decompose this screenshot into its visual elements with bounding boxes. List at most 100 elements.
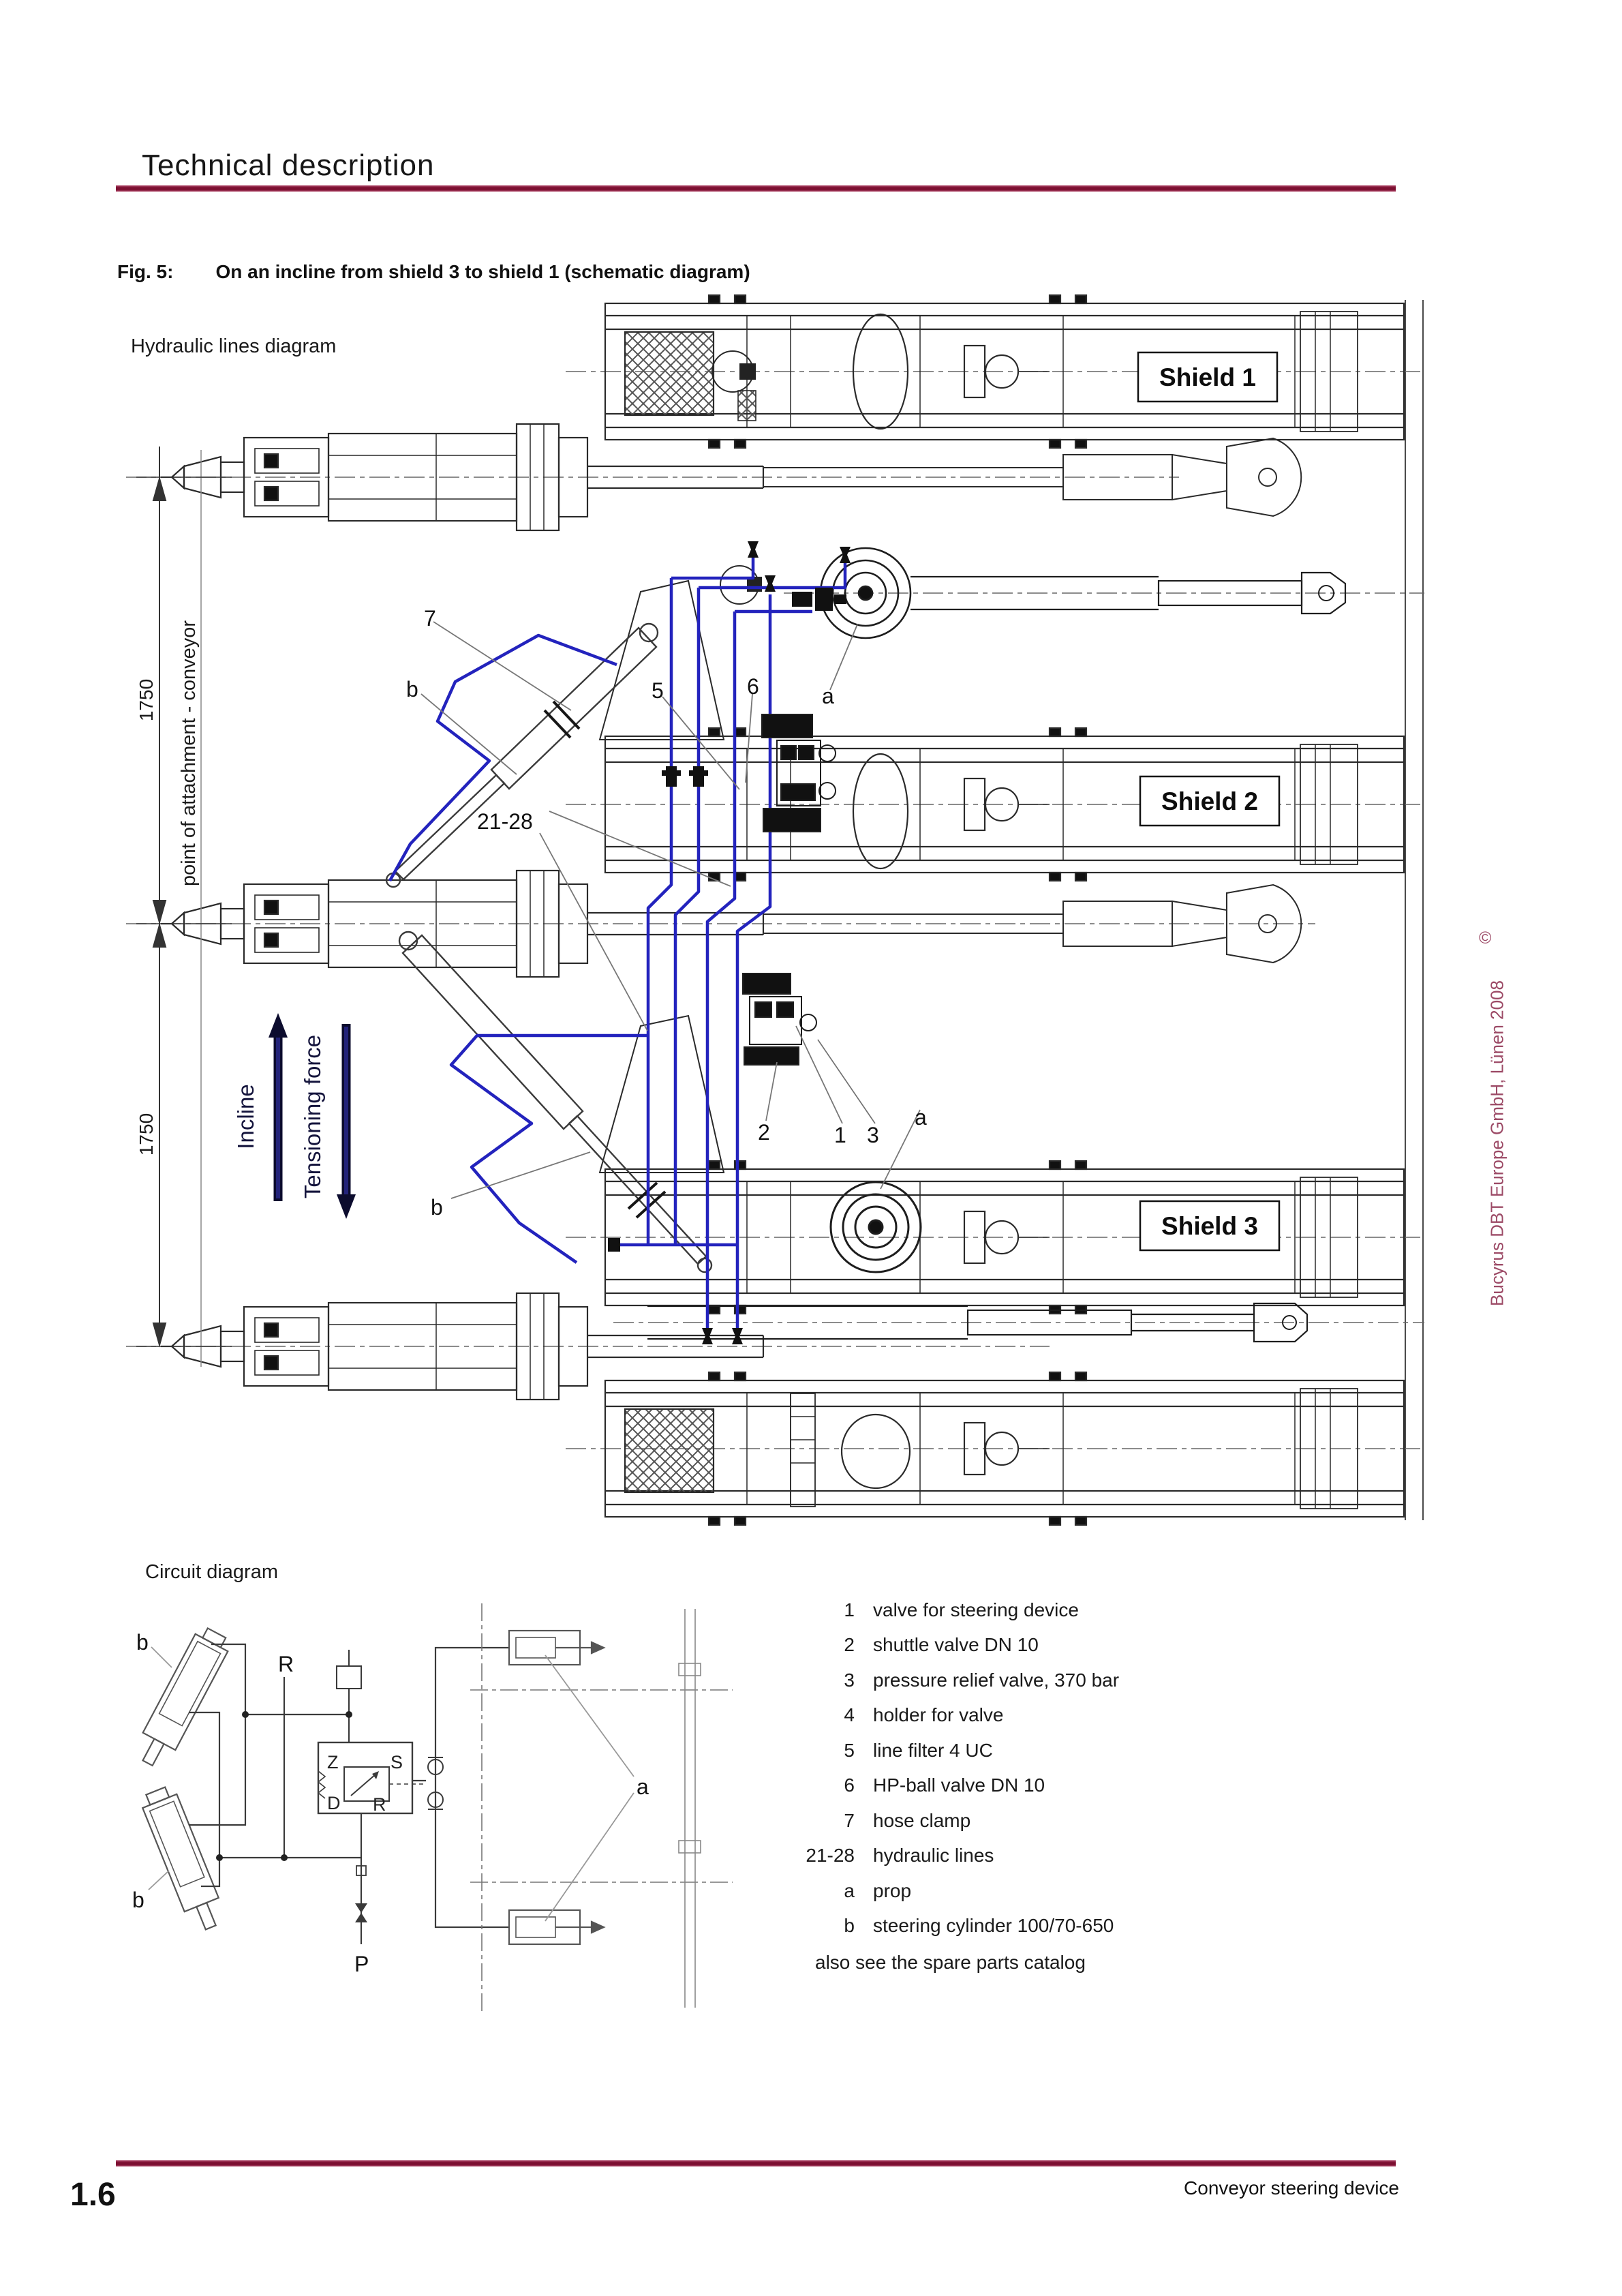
legend-item-1: 1 valve for steering device [777,1592,1119,1628]
centerlines [126,371,1424,1449]
p-line-coupling [355,1903,367,1922]
legend-item-6: 6 HP-ball valve DN 10 [777,1768,1119,1804]
circuit-prop-bottom [508,1909,606,1946]
callout-a-top: a [822,684,834,708]
callout-1: 1 [834,1123,846,1147]
shield-row-1 [604,294,1405,449]
valve-cluster-upper [792,588,846,611]
callout-3: 3 [867,1123,879,1147]
legend-text: hydraulic lines [873,1845,994,1867]
legend-num: a [844,1879,855,1901]
circuit-pan-rack [678,1609,701,2008]
dim-1750-lower: 1750 [136,1113,157,1155]
circuit-b-top: b [136,1630,149,1655]
circuit-leaders [148,1646,634,1922]
port-z: Z [327,1752,339,1772]
legend-note: also see the spare parts catalog [815,1952,1086,1973]
shield-row-4 [604,1371,1405,1526]
circuit-cylinder-bottom [141,1786,220,1931]
shield2-label: Shield 2 [1161,787,1258,815]
callout-21-28: 21-28 [477,809,533,834]
legend-num: 3 [844,1669,855,1691]
callout-5: 5 [652,678,664,703]
legend-item-3: 3 pressure relief valve, 370 bar [777,1663,1119,1698]
hose-couplings [608,541,851,1344]
legend-text: shuttle valve DN 10 [873,1634,1039,1656]
conveyor-ram-1 [159,423,1302,532]
copyright-symbol: © [1479,928,1492,948]
legend-text: valve for steering device [873,1599,1079,1620]
publisher-imprint: Bucyrus DBT Europe GmbH, Lünen 2008 [1486,980,1508,1306]
legend-item-5: 5 line filter 4 UC [777,1733,1119,1768]
circuit-wires [189,1643,509,1944]
circuit-prop-top [508,1629,606,1666]
figure-caption: Fig. 5:On an incline from shield 3 to sh… [117,261,750,283]
shield-row-3 [598,1014,1405,1315]
callouts: 7 b 5 6 a 21-28 2 1 3 a b [406,606,927,1220]
legend-num: b [844,1915,855,1937]
page-title: Technical description [142,149,435,182]
page-number: 1.6 [70,2177,116,2213]
legend-text: steering cylinder 100/70-650 [873,1915,1114,1937]
legend-item-b: b steering cylinder 100/70-650 [777,1909,1119,1944]
port-d: D [327,1793,341,1813]
legend-num: 4 [844,1704,855,1726]
legend-num: 5 [844,1739,855,1761]
port-r: R [373,1794,386,1815]
tension-arrow [337,1024,356,1219]
port-s: S [391,1752,403,1772]
tension-label: Tensioning force [300,1035,325,1198]
legend-num: 7 [844,1809,855,1831]
attachment-axis-label: point of attachment - conveyor [178,620,200,886]
hydraulic-lines [388,555,847,1328]
callout-7: 7 [424,606,436,631]
circuit-r-rail: R [278,1652,294,1676]
p-line-junction [356,1865,367,1876]
legend-text: pressure relief valve, 370 bar [873,1669,1120,1691]
circuit-b-bottom: b [132,1888,144,1912]
legend-item-2: 2 shuttle valve DN 10 [777,1628,1119,1663]
valve-cluster-shield2 [761,714,836,832]
footer-rule [116,2160,1396,2166]
prop-assembly-3 [647,1302,1309,1343]
circuit-junctions [216,1711,352,1861]
callout-b-top: b [406,677,418,701]
pan-rack [1405,300,1424,1520]
shield1-label: Shield 1 [1159,363,1256,391]
incline-arrow [269,1013,288,1201]
legend-num: 2 [844,1634,855,1656]
legend-text: prop [873,1879,912,1901]
footer-section-title: Conveyor steering device [1184,2177,1399,2199]
shield-labels: Shield 1 Shield 2 Shield 3 [1137,351,1281,1252]
circuit-diagram: Z S D R [132,1603,733,2012]
circuit-p: P [354,1952,369,1976]
figure-label: Fig. 5: [117,261,174,282]
dim-1750-upper: 1750 [136,679,157,721]
conveyor-ram-2 [159,869,1302,978]
check-valve-pair [427,1757,444,1810]
valve-cluster-shield3 [742,973,817,1066]
shield3-label: Shield 3 [1161,1212,1258,1240]
incline-label: Incline [233,1084,258,1149]
header-rule [116,185,1396,192]
legend-item-21-28: 21-28 hydraulic lines [777,1839,1119,1874]
legend-text: HP-ball valve DN 10 [873,1774,1045,1796]
leader-lines [420,621,921,1199]
legend-text: line filter 4 UC [873,1739,993,1761]
shield-row-2 [598,565,1405,882]
legend-num: 1 [844,1599,855,1620]
legend-num: 6 [844,1774,855,1796]
hydraulic-diagram-title: Hydraulic lines diagram [131,335,337,357]
directional-valve-block: Z S D R [317,1741,426,1815]
circuit-cylinder-top [142,1627,229,1767]
circuit-axis [470,1603,733,2012]
callout-2: 2 [758,1120,770,1145]
legend-num: 21-28 [806,1845,855,1867]
dimension-lines [136,447,232,1367]
circuit-diagram-title: Circuit diagram [145,1561,278,1583]
steering-cylinder-upper [385,622,659,888]
